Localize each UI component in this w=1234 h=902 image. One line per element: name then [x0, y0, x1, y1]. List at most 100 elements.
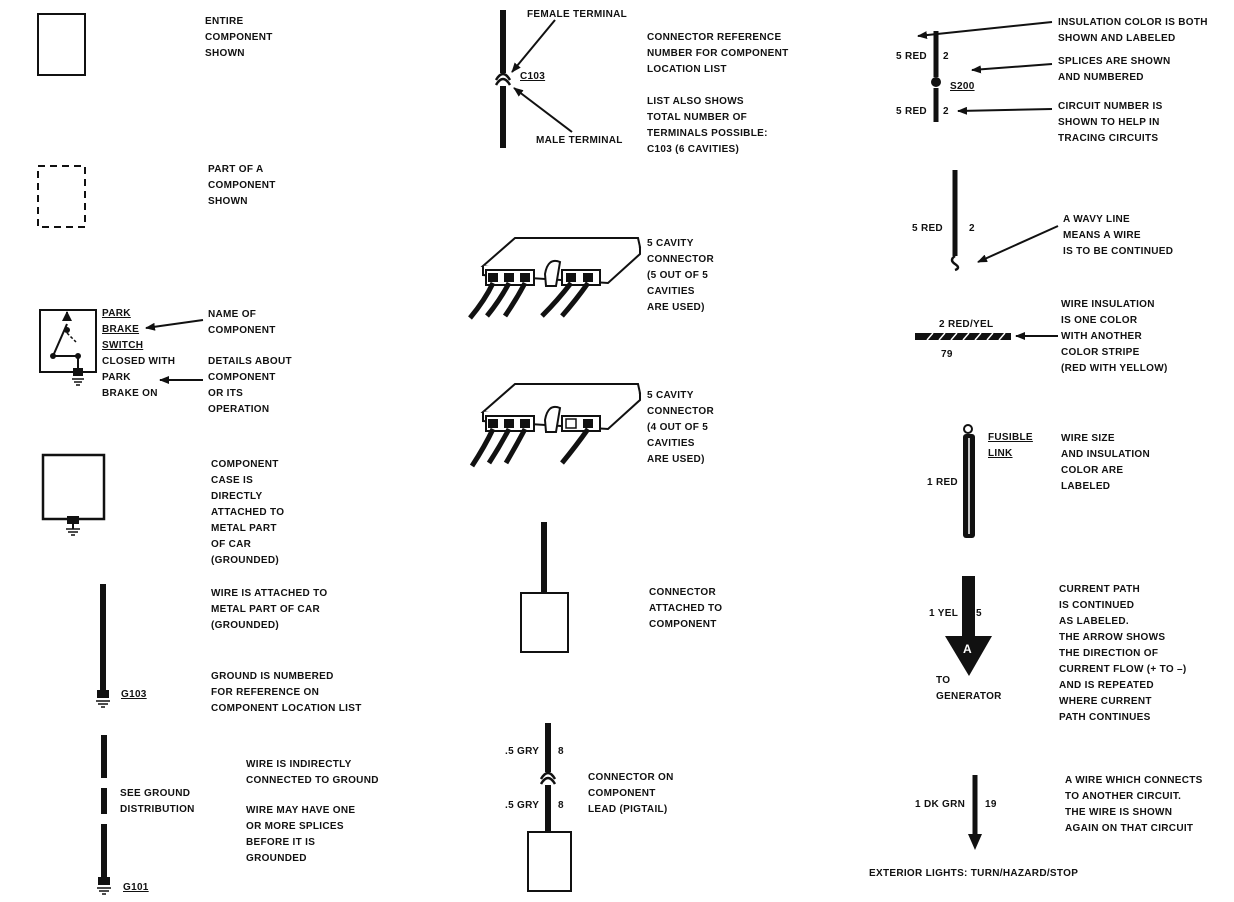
label-line: LABELED	[1061, 481, 1110, 492]
label-line: FUSIBLE	[988, 432, 1033, 443]
splice-id: S200	[950, 81, 975, 92]
arrow-letter: A	[963, 642, 972, 656]
label-line: A WIRE WHICH CONNECTS	[1065, 775, 1203, 786]
pigtail-top-wire: .5 GRY	[505, 746, 539, 757]
label-line: COLOR STRIPE	[1061, 347, 1140, 358]
label-line: CURRENT PATH	[1059, 584, 1140, 595]
label-line: CLOSED WITH	[102, 356, 175, 367]
label-line: PATH CONTINUES	[1059, 712, 1151, 723]
female-terminal-label: FEMALE TERMINAL	[527, 9, 627, 20]
connector-attached-symbol	[520, 522, 569, 653]
label-line: CONNECTOR	[647, 406, 714, 417]
label-line: CIRCUIT NUMBER IS	[1058, 101, 1163, 112]
label-line: PARK	[102, 372, 131, 383]
label-line: CASE IS	[211, 475, 253, 486]
label-line: SWITCH	[102, 340, 143, 351]
label-line: IS TO BE CONTINUED	[1063, 246, 1173, 257]
label-line: COMPONENT	[208, 325, 276, 336]
label-line: DISTRIBUTION	[120, 804, 195, 815]
pigtail-connector-symbol	[527, 723, 572, 892]
label-line: WITH ANOTHER	[1061, 331, 1142, 342]
label-line: LEAD (PIGTAIL)	[588, 804, 668, 815]
label-line: C103 (6 CAVITIES)	[647, 144, 739, 155]
wire-ground-g101-symbol	[97, 735, 111, 895]
label-line: MEANS A WIRE	[1063, 230, 1141, 241]
label-line: AGAIN ON THAT CIRCUIT	[1065, 823, 1193, 834]
label-line: AND IS REPEATED	[1059, 680, 1154, 691]
park-brake-switch-symbol	[39, 309, 97, 386]
label-line: TO	[936, 675, 950, 686]
splice-bottom-circuit: 2	[943, 106, 949, 117]
connector-ref-label: CONNECTOR REFERENCE NUMBER FOR COMPONENT L…	[647, 32, 789, 75]
name-arrow	[145, 319, 204, 331]
pigtail-bottom-wire: .5 GRY	[505, 800, 539, 811]
female-terminal-arrow	[511, 19, 556, 73]
label-line: NUMBER FOR COMPONENT	[647, 48, 789, 59]
label-line: WIRE INSULATION	[1061, 299, 1155, 310]
label-line: DETAILS ABOUT	[208, 356, 292, 367]
splice-top-wire: 5 RED	[896, 51, 927, 62]
male-terminal-arrow	[513, 87, 573, 133]
wire-size-label: WIRE SIZE AND INSULATION COLOR ARE LABELED	[1061, 433, 1150, 492]
label-line: (GROUNDED)	[211, 555, 279, 566]
label-line: THE WIRE IS SHOWN	[1065, 807, 1172, 818]
label-line: ATTACHED TO	[211, 507, 284, 518]
arrow-circuit-label: 5	[976, 608, 982, 619]
wavy-circuit-label: 2	[969, 223, 975, 234]
label-line: TERMINALS POSSIBLE:	[647, 128, 768, 139]
label-line: BRAKE ON	[102, 388, 158, 399]
insulation-arrow	[917, 21, 1053, 40]
label-line: BRAKE	[102, 324, 139, 335]
label-line: CONNECTED TO GROUND	[246, 775, 379, 786]
label-line: COLOR ARE	[1061, 465, 1123, 476]
stripe-circuit-label: 79	[941, 349, 953, 360]
label-line: SHOWN AND LABELED	[1058, 33, 1176, 44]
label-line: SHOWN	[205, 48, 245, 59]
label-line: SPLICES ARE SHOWN	[1058, 56, 1171, 67]
entire-component-symbol	[37, 13, 86, 76]
label-line: COMPONENT	[205, 32, 273, 43]
label-line: PART OF A	[208, 164, 263, 175]
fusible-link-symbol	[963, 424, 975, 538]
splices-shown-label: SPLICES ARE SHOWN AND NUMBERED	[1058, 56, 1171, 83]
label-line: CAVITIES	[647, 286, 695, 297]
pigtail-bottom-circuit: 8	[558, 800, 564, 811]
label-line: CONNECTOR REFERENCE	[647, 32, 781, 43]
label-line: WHERE CURRENT	[1059, 696, 1152, 707]
label-line: ARE USED)	[647, 302, 705, 313]
dk-grn-wire-symbol	[968, 775, 982, 850]
label-line: CURRENT FLOW (+ TO –)	[1059, 664, 1187, 675]
label-line: WIRE SIZE	[1061, 433, 1115, 444]
current-path-arrow-symbol: A	[945, 576, 992, 676]
arrow-wire-label: 1 YEL	[929, 608, 958, 619]
label-line: OR MORE SPLICES	[246, 821, 344, 832]
label-line: (5 OUT OF 5	[647, 270, 708, 281]
label-line: AND INSULATION	[1061, 449, 1150, 460]
exterior-lights-label: EXTERIOR LIGHTS: TURN/HAZARD/STOP	[869, 868, 1078, 879]
park-brake-switch-state: CLOSED WITH PARK BRAKE ON	[102, 356, 175, 399]
label-line: AND NUMBERED	[1058, 72, 1144, 83]
label-line: ATTACHED TO	[649, 603, 722, 614]
label-line: THE DIRECTION OF	[1059, 648, 1158, 659]
ground-id-g103: G103	[121, 689, 147, 700]
wire-ground-g103-symbol	[96, 584, 110, 708]
label-line: WIRE IS ATTACHED TO	[211, 588, 327, 599]
connector-c103-symbol	[494, 10, 512, 148]
label-line: GROUNDED	[246, 853, 307, 864]
label-line: LOCATION LIST	[647, 64, 727, 75]
label-line: FOR REFERENCE ON	[211, 687, 319, 698]
label-line: OR ITS	[208, 388, 243, 399]
cavity-connector-5of5-symbol	[468, 237, 642, 320]
circuit-number-arrow	[957, 106, 1053, 115]
